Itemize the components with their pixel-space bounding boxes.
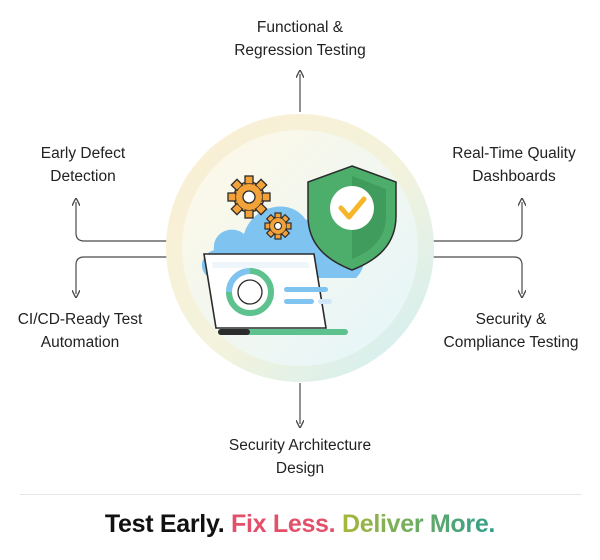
label-real-time-quality-dashboards: Real-Time Quality Dashboards [452,145,576,185]
tagline-part-fix-less: Fix Less. [231,510,336,538]
arrow-bottom-right [433,256,522,294]
arrow-top-right [433,202,522,242]
label-early-defect-detection: Early Defect Detection [40,145,126,185]
label-functional-regression-testing: Functional & Regression Testing [234,19,366,59]
arrow-top-left [76,202,167,242]
gear-icon [227,175,292,240]
center-emblem [166,114,434,382]
tagline: Test Early. Fix Less. Deliver More. [0,510,600,539]
tagline-part-test-early: Test Early. [104,510,225,538]
arrow-bottom-left [76,256,167,294]
label-security-architecture-design: Security Architecture Design [228,437,372,477]
laptop-icon [203,253,348,335]
label-security-compliance-testing: Security & Compliance Testing [443,311,579,351]
connector-arrows [76,74,522,424]
label-ci-cd-ready-test-automation: CI/CD-Ready Test Automation [17,311,143,351]
divider [20,494,582,495]
hub-diagram [0,0,600,500]
tagline-part-deliver: Deliver More. [341,510,496,538]
shield-check-icon [307,165,397,271]
